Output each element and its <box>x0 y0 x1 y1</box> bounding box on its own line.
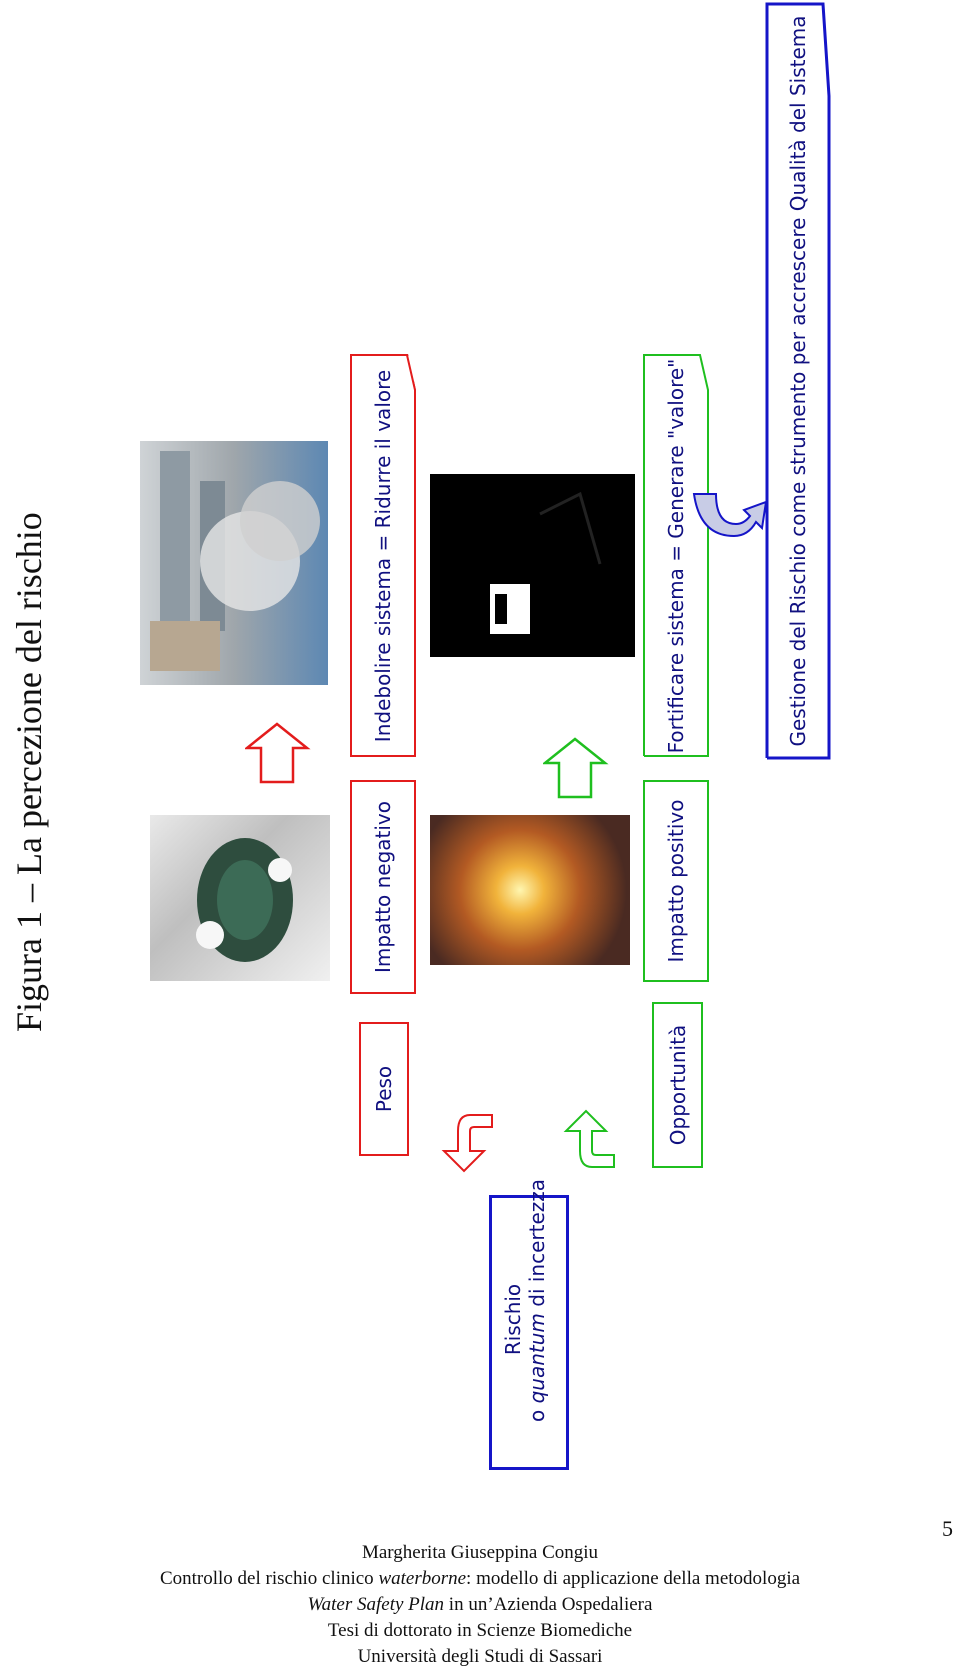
gestione-box-outline <box>765 2 831 760</box>
footer-line5: Università degli Studi di Sassari <box>357 1646 603 1667</box>
curved-arrow-red-icon <box>441 1114 493 1173</box>
rischio-box: Rischio o quantum di incertezza <box>489 1178 569 1470</box>
footer-line3: Water Safety Plan in un’Azienda Ospedali… <box>307 1594 653 1615</box>
impatto-negativo-box: Impatto negativo <box>350 780 416 994</box>
silhouette-image <box>430 474 635 657</box>
gestione-box: Gestione del Rischio come strumento per … <box>765 2 831 760</box>
peso-box: Peso <box>359 1022 409 1156</box>
fortificare-box-outline <box>643 354 709 757</box>
impatto-positivo-label: Impatto positivo <box>664 799 688 963</box>
impatto-positivo-box: Impatto positivo <box>643 780 709 982</box>
smoke-buildings-image <box>140 441 328 685</box>
burst-painting-image <box>430 815 630 965</box>
curved-arrow-green-icon <box>563 1109 615 1168</box>
page-number: 5 <box>942 1516 953 1541</box>
rischio-label: Rischio o quantum di incertezza <box>501 1178 549 1422</box>
block-arrow-green-icon <box>543 737 609 799</box>
peso-label: Peso <box>372 1065 396 1113</box>
indebolire-box-outline <box>350 354 416 757</box>
statue-snow-image <box>150 815 330 981</box>
figure-title: Figura 1 – La percezione del rischio <box>9 512 49 1032</box>
u-turn-arrow-blue-icon <box>692 493 768 538</box>
opportunita-box: Opportunità <box>652 1002 703 1168</box>
impatto-negativo-label: Impatto negativo <box>371 800 395 974</box>
footer-line2: Controllo del rischio clinico waterborne… <box>159 1568 801 1589</box>
footer-author: Margherita Giuseppina Congiu <box>361 1542 599 1563</box>
footer-line4: Tesi di dottorato in Scienze Biomediche <box>327 1620 633 1641</box>
opportunita-label: Opportunità <box>665 1024 690 1146</box>
block-arrow-red-icon <box>245 722 311 784</box>
fortificare-box: Fortificare sistema = Generare "valore" <box>643 354 709 757</box>
